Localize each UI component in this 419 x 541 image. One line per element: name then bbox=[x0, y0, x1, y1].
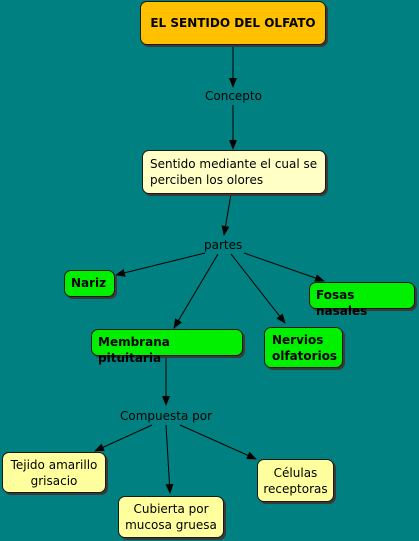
part-node-fosas-nasales: Fosas nasales bbox=[309, 282, 415, 318]
link-label-compuesta-por: Compuesta por bbox=[120, 409, 213, 423]
edge-compuesta-to-cubierta bbox=[165, 424, 174, 494]
concept-definition-node: Sentido mediante el cual se perciben los… bbox=[142, 150, 326, 194]
part-node-membrana-pituitaria: Membrana pituitaria bbox=[91, 329, 243, 365]
edge-partes-to-fosas bbox=[243, 252, 325, 282]
edge-compuesta-to-celulas bbox=[179, 424, 257, 460]
edge-partes-to-nariz bbox=[115, 252, 206, 277]
component-node-tejido: Tejido amarillo grisacio bbox=[2, 452, 106, 493]
part-node-nariz: Nariz bbox=[64, 270, 115, 297]
link-label-partes: partes bbox=[204, 238, 243, 252]
edge-partes-to-membrana bbox=[173, 253, 219, 329]
edge-partes-to-nervios bbox=[230, 253, 286, 324]
component-node-cubierta: Cubierta por mucosa gruesa bbox=[118, 496, 224, 538]
link-label-concepto: Concepto bbox=[205, 89, 262, 103]
edge-compuesta-to-tejido bbox=[94, 424, 153, 452]
part-node-nervios-olfatorios: Nervios olfatorios bbox=[264, 327, 343, 368]
title-node: EL SENTIDO DEL OLFATO bbox=[140, 1, 326, 45]
edge-definition-to-partes bbox=[221, 193, 232, 236]
component-node-celulas: Células receptoras bbox=[257, 459, 334, 502]
